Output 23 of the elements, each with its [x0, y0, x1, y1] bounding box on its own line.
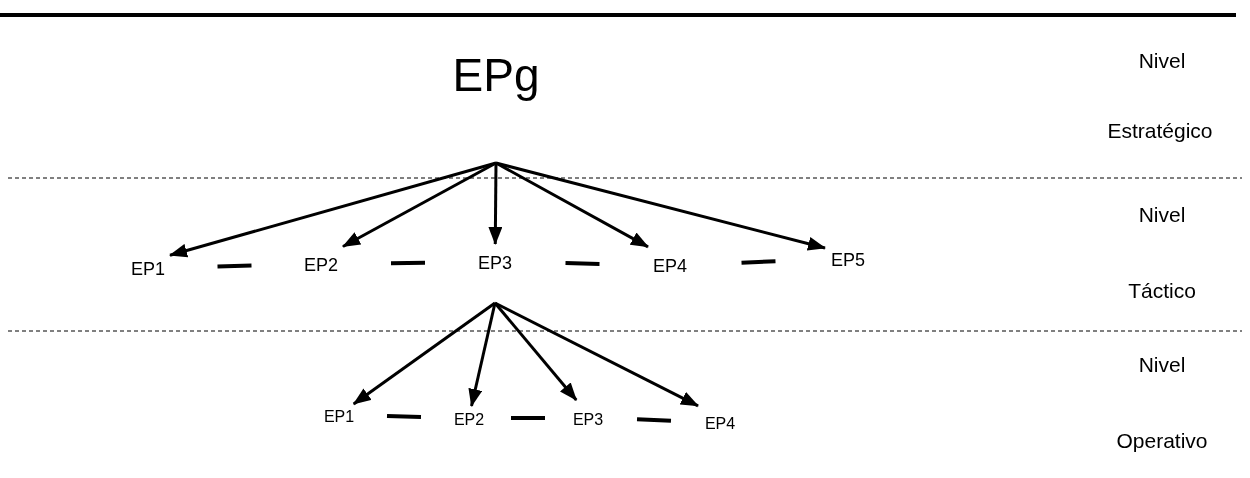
arrow: [495, 161, 826, 251]
node-label: EP4: [653, 257, 687, 275]
level-label: Operativo: [1116, 430, 1208, 451]
level-label: Nivel: [1138, 50, 1186, 71]
node-label: EP5: [831, 251, 865, 269]
arrow: [169, 161, 497, 258]
node-label: EP4: [704, 416, 736, 432]
level-label: Estratégico: [1107, 120, 1213, 141]
node-label: EP1: [131, 260, 165, 278]
arrow: [494, 301, 699, 408]
level-label: Nivel: [1138, 354, 1186, 375]
arrow: [488, 163, 503, 245]
arrow: [342, 161, 497, 248]
level-label: Nivel: [1138, 204, 1186, 225]
node-label: EP3: [478, 254, 512, 272]
level-label: Táctico: [1128, 280, 1196, 301]
node-label: EP1: [323, 409, 355, 425]
arrow: [493, 302, 578, 401]
arrow: [468, 302, 497, 407]
node-label: EP3: [572, 412, 604, 428]
arrow: [352, 301, 496, 406]
node-label: EP2: [453, 412, 485, 428]
node-label: EP2: [304, 256, 338, 274]
